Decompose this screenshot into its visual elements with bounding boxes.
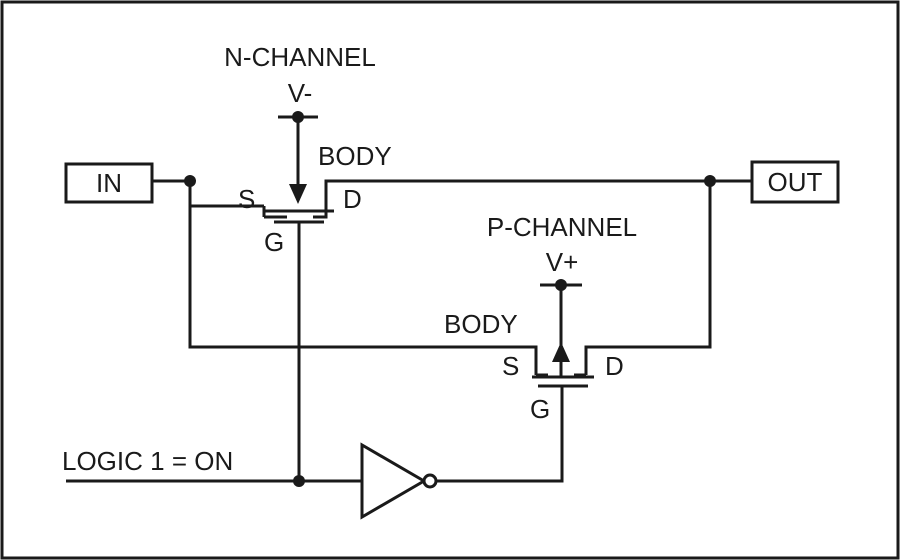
pmos-title: P-CHANNEL: [487, 212, 637, 242]
junction-in: [184, 175, 196, 187]
in-terminal-box: [64, 162, 154, 204]
junction-logic: [293, 475, 305, 487]
wire-pmos-gate-to-inverter: [436, 386, 564, 483]
in-label: IN: [96, 168, 122, 198]
logic-label: LOGIC 1 = ON: [62, 446, 233, 476]
pmos-source-label: S: [502, 351, 519, 381]
pmos-body-label: BODY: [444, 309, 518, 339]
inverter-bubble: [422, 473, 438, 489]
wire-nmos-drain-to-out: [313, 179, 710, 219]
wire-out-to-pmos-drain: [584, 181, 712, 375]
pmos-supply-label: V+: [546, 247, 579, 277]
nmos-title: N-CHANNEL: [224, 42, 376, 72]
nmos-gate-label: G: [264, 227, 284, 257]
pmos-gate-label: G: [530, 394, 550, 424]
nmos-body-label: BODY: [318, 141, 392, 171]
nmos-drain-label: D: [343, 184, 362, 214]
nmos-source-label: S: [238, 184, 255, 214]
inverter-triangle: [360, 442, 427, 520]
wire-in-to-pmos-source: [188, 181, 538, 375]
out-label: OUT: [768, 167, 823, 197]
pmos-drain-label: D: [605, 351, 624, 381]
nmos-body-arrow: [289, 184, 307, 204]
nmos-supply-label: V-: [288, 78, 313, 108]
pmos-body-arrow: [552, 342, 570, 362]
